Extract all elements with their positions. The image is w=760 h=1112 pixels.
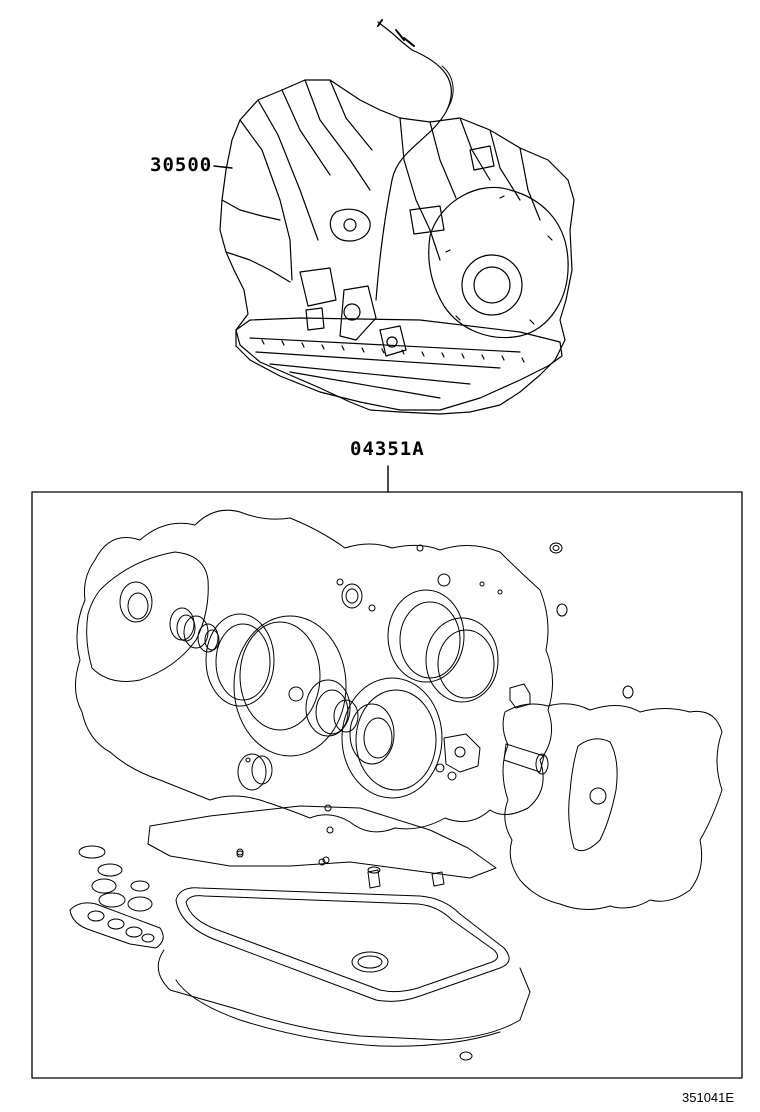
leader-30500 [213,165,233,169]
side-cover [428,186,569,339]
case-phantom-outline [75,509,553,833]
valve-body-gasket [69,902,164,949]
shift-cable [375,21,452,301]
oil-pan-gasket [175,887,510,1002]
torque-converter-plate [86,551,209,682]
oil-pan [235,317,563,411]
transmission-housing [219,79,575,415]
separator-gasket [147,805,497,879]
kit-frame [31,491,743,1079]
overhaul-kit-parts[interactable] [69,509,723,1061]
figure-code: 351041E [682,1090,735,1105]
transmission-assembly[interactable] [219,19,575,415]
side-gasket [568,738,618,852]
label-30500: 30500 [150,154,213,176]
label-04351A: 04351A [350,438,425,460]
